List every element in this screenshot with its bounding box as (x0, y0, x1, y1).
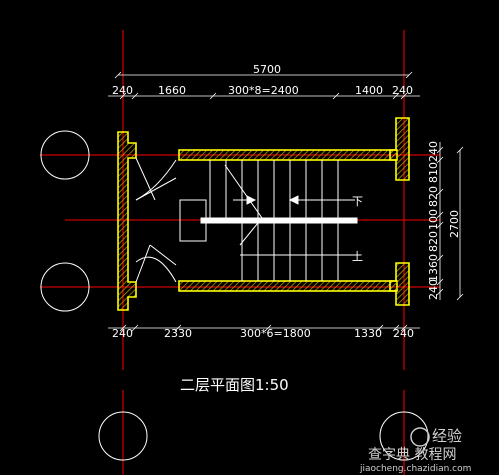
dim-tick (436, 211, 444, 219)
stair-arrow-down-head (288, 195, 299, 205)
dim-right-0: 240 (427, 141, 440, 162)
dim-right-5: 1360 (427, 254, 440, 282)
stair-label-down: 下 (352, 195, 363, 208)
dim-right-overall: 2700 (448, 210, 461, 238)
dim-tick (392, 324, 400, 332)
dim-tick (174, 324, 182, 332)
watermark-line1: 查字典 教程网 (368, 447, 456, 463)
dim-tick (209, 92, 217, 100)
watermark: 经验 查字典 教程网 jiaocheng.chazidian.com (359, 427, 471, 474)
axis-bubble-bottom-left (98, 411, 148, 461)
dim-bottom-1: 2330 (164, 327, 192, 340)
dim-tick (456, 293, 464, 301)
axis-bubble-bottom-right (379, 411, 429, 461)
dim-top-3: 1400 (355, 84, 383, 97)
watermark-mark: 经验 (432, 427, 462, 445)
dim-tick (405, 71, 413, 79)
dim-tick (392, 92, 400, 100)
dim-tick (436, 278, 444, 286)
dim-ticks (114, 71, 464, 332)
doors (135, 157, 177, 283)
dim-tick (264, 324, 272, 332)
dim-bottom-0: 240 (112, 327, 133, 340)
dim-tick (436, 156, 444, 164)
stair-treads-lower (241, 223, 339, 281)
stair-break-line (224, 164, 263, 246)
door-leaf-upper (135, 177, 177, 201)
stair-treads-upper (209, 160, 339, 218)
stair-label-up: 上 (352, 250, 363, 263)
door-swing-lower (135, 244, 177, 283)
dim-tick (400, 92, 408, 100)
wall-left (117, 131, 137, 311)
stair-flight (179, 160, 360, 281)
dim-tick (332, 92, 340, 100)
dim-right-3: 100 (427, 209, 440, 230)
dim-tick (119, 324, 127, 332)
dim-right-4: 820 (427, 231, 440, 252)
dim-tick (400, 324, 408, 332)
dim-top-4: 240 (392, 84, 413, 97)
door-swing-upper (135, 157, 177, 201)
wall-right-bottom (389, 262, 410, 306)
dim-bottom-3: 1330 (354, 327, 382, 340)
dim-tick (436, 254, 444, 262)
stair-handrail (200, 217, 358, 224)
dim-tick (436, 221, 444, 229)
dim-tick (436, 188, 444, 196)
watermark-paw-icon (410, 427, 430, 447)
drawing-title: 二层平面图1:50 (180, 376, 289, 394)
walls (117, 117, 410, 311)
dim-top-2: 300*8=2400 (228, 84, 299, 97)
dim-tick (436, 288, 444, 296)
wall-top (178, 149, 398, 161)
door-leaf-lower (149, 244, 177, 266)
dim-tick (119, 92, 127, 100)
axis-bubble-left-top (40, 130, 90, 180)
watermark-line2: jiaocheng.chazidian.com (359, 464, 471, 474)
dim-bottom-4: 240 (393, 327, 414, 340)
dim-tick (376, 324, 384, 332)
dim-tick (456, 146, 464, 154)
dim-right-1: 810 (427, 162, 440, 183)
dim-tick (131, 92, 139, 100)
dim-overall-top: 5700 (253, 63, 281, 76)
dim-right-2: 820 (427, 186, 440, 207)
dim-bottom-2: 300*6=1800 (240, 327, 311, 340)
dim-tick (436, 146, 444, 154)
axis-bubbles (40, 130, 429, 461)
dim-top-1: 1660 (158, 84, 186, 97)
dimension-lines (108, 71, 464, 332)
wall-bottom (178, 280, 398, 292)
dim-right-inner-labels: 240 810 820 100 820 1360 240 (427, 141, 440, 300)
dim-tick (114, 71, 122, 79)
dim-tick (131, 324, 139, 332)
dim-top-0: 240 (112, 84, 133, 97)
wall-right-top (389, 117, 410, 181)
axis-bubble-left-bottom (40, 262, 90, 312)
dim-right-6: 240 (427, 279, 440, 300)
